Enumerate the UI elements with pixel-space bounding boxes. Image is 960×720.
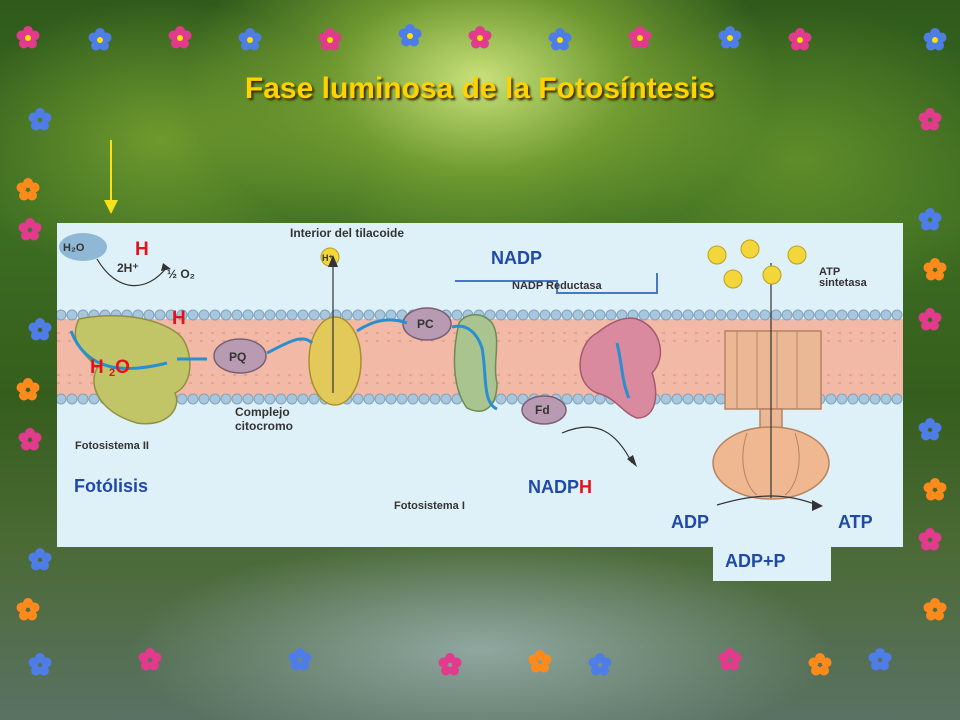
- fd-label: Fd: [535, 403, 550, 417]
- h2o-label: H 2O: [90, 357, 130, 379]
- plastoquinone-pq: [213, 338, 267, 374]
- h-label-middle: H: [172, 308, 186, 329]
- ferredoxin-fd: [521, 395, 567, 425]
- page-title: Fase luminosa de la Fotosíntesis: [244, 72, 716, 105]
- water-molecule-cloud: [59, 233, 107, 261]
- adp-p-box: ADP+P: [713, 545, 831, 581]
- interior-tilacoide-label: Interior del tilacoide: [290, 226, 405, 240]
- fotolisis-label: Fotólisis: [74, 476, 149, 496]
- adp-p-label: ADP+P: [725, 551, 786, 571]
- cytochrome-complex: [308, 316, 362, 406]
- fotosistema-ii-label: Fotosistema II: [75, 440, 149, 452]
- hplus-label: H⁺: [322, 253, 334, 263]
- nadp-reductasa-label: NADP Reductasa: [512, 280, 602, 292]
- nadph-label: NADPH: [528, 477, 593, 497]
- atp-synthase-complex: [712, 263, 830, 500]
- adp-label: ADP: [671, 512, 710, 532]
- h-label-top: H: [135, 239, 149, 260]
- two-hplus-label: 2H⁺: [117, 261, 139, 275]
- arrow-heads: [161, 255, 823, 511]
- reaction-arrows: [96, 258, 818, 506]
- pc-label: PC: [417, 317, 434, 331]
- electron-flow-arrows: [69, 318, 631, 411]
- half-o2-label: ½ O₂: [167, 267, 196, 281]
- fotosistema-i-label: Fotosistema I: [394, 500, 465, 512]
- nadp-bracket: [455, 273, 658, 294]
- photosystem-i-complex: [453, 314, 498, 412]
- plastocyanin-pc: [402, 307, 452, 341]
- pointer-arrow-icon: [104, 140, 118, 214]
- h2o-figure-label: H₂O: [63, 242, 85, 254]
- atp-label: ATP: [838, 512, 873, 532]
- photosynthesis-diagram: Interior del tilacoide H₂O 2H⁺ ½ O₂ H⁺ P…: [57, 223, 903, 547]
- thylakoid-membrane-illustration: [57, 233, 903, 511]
- nadp-label: NADP: [491, 248, 543, 268]
- pq-label: PQ: [229, 350, 247, 364]
